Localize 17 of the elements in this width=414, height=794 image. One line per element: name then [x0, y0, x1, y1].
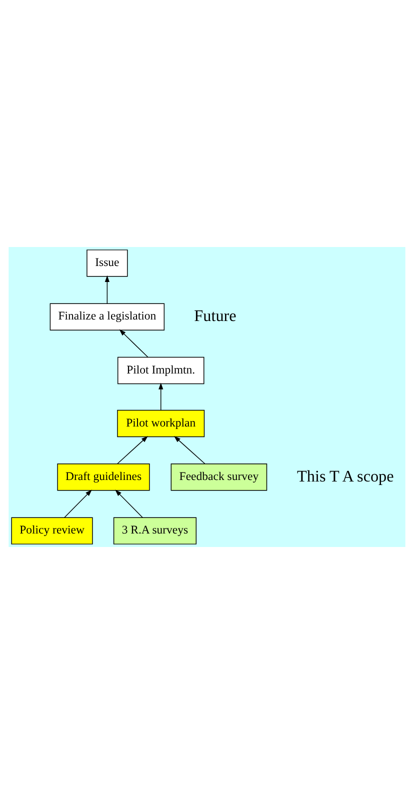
node-box: Pilot Implmtn. — [117, 356, 204, 384]
arrow — [64, 490, 92, 518]
arrow — [158, 382, 164, 410]
node-box: Policy review — [11, 517, 93, 544]
node-box: Draft guidelines — [57, 464, 150, 491]
node-box: Pilot workplan — [117, 410, 205, 438]
node-box: Feedback survey — [170, 464, 268, 491]
arrow — [119, 329, 148, 358]
arrow — [115, 490, 143, 518]
node-box: 3 R.A surveys — [113, 517, 197, 544]
label: Future — [194, 308, 236, 325]
arrow — [117, 436, 148, 464]
arrow — [174, 436, 206, 464]
arrow — [104, 275, 110, 304]
node-box: Finalize a legislation — [50, 303, 165, 330]
label: This T A scope — [297, 468, 394, 486]
node-box: Issue — [86, 250, 128, 277]
